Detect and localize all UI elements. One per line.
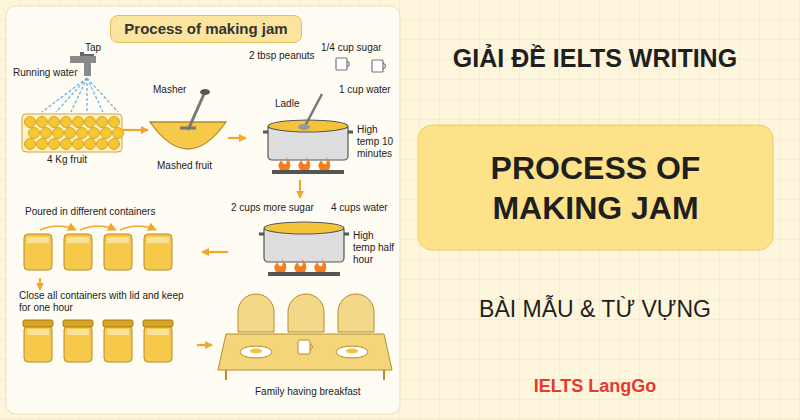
- step-label: Family having breakfast: [254, 386, 362, 398]
- process-step: 2 cups more sugar 4 cups waterHigh temp h…: [228, 198, 399, 280]
- process-step: 2 tbsp peanuts 1/4 cup sugar 1 cup waterLa…: [246, 40, 399, 180]
- fruit: [73, 117, 84, 128]
- fruit: [37, 139, 48, 150]
- jar-lid: [103, 320, 133, 327]
- page-heading: BÀI MẪU & TỪ VỰNG: [405, 296, 785, 323]
- measuring-cups: [336, 58, 386, 72]
- jar: [64, 234, 92, 270]
- mashing-bowl: [150, 89, 226, 149]
- process-step: Close all containers with lid and keep f…: [12, 290, 197, 372]
- page-heading: GIẢI ĐỀ IELTS WRITING: [405, 44, 785, 73]
- step-label: Running water: [12, 67, 78, 79]
- jar-lid: [143, 320, 173, 327]
- jar-neck: [67, 329, 89, 335]
- diagram-card: [6, 6, 400, 414]
- flow-arrow: [122, 129, 148, 131]
- jar: [64, 326, 92, 362]
- fruit: [89, 128, 100, 139]
- cooking-pot: [263, 120, 353, 174]
- flow-arrow: [228, 137, 246, 139]
- step-label: Mashed fruit: [156, 160, 213, 172]
- step-label: High temp half hour: [352, 230, 398, 266]
- step-label: 4 Kg fruit: [46, 154, 88, 166]
- fruit: [109, 117, 120, 128]
- fruit: [85, 117, 96, 128]
- fruit: [85, 139, 96, 150]
- step-label: 4 cups water: [330, 202, 389, 214]
- step-label: Ladle: [274, 98, 300, 110]
- fruit: [109, 139, 120, 150]
- step-label: Tap: [84, 42, 102, 54]
- process-step: Poured in different containers: [12, 204, 202, 278]
- fruit: [61, 117, 72, 128]
- breakfast-table: [218, 294, 392, 380]
- jar-lid: [63, 320, 93, 327]
- jar-neck: [107, 329, 129, 335]
- fruit: [61, 139, 72, 150]
- jar-neck: [27, 237, 49, 243]
- jar: [144, 326, 172, 362]
- fruit: [101, 128, 112, 139]
- flow-arrow: [39, 278, 41, 290]
- process-step: MasherMashed fruit: [148, 82, 228, 174]
- step-label: Close all containers with lid and keep f…: [18, 290, 196, 314]
- jar: [24, 326, 52, 362]
- fruit: [73, 139, 84, 150]
- title-text: PROCESS OF MAKING JAM: [466, 148, 726, 228]
- title-panel: [418, 125, 773, 250]
- jar: [104, 234, 132, 270]
- jar-neck: [147, 237, 169, 243]
- water-spray: [42, 78, 118, 112]
- ladle: [298, 94, 322, 130]
- fruit: [49, 117, 60, 128]
- step-label: 2 cups more sugar: [230, 202, 315, 214]
- fruit: [37, 117, 48, 128]
- cooking-pot: [259, 222, 349, 276]
- jar-neck: [67, 237, 89, 243]
- jar-neck: [147, 329, 169, 335]
- step-label: High temp 10 minutes: [356, 124, 398, 160]
- flow-arrow: [197, 344, 212, 346]
- pour-arrows: [40, 226, 156, 230]
- title-box: PROCESS OF MAKING JAM: [418, 125, 773, 250]
- fruit: [25, 139, 36, 150]
- jar: [24, 234, 52, 270]
- step-label: 1/4 cup sugar: [320, 42, 383, 54]
- fruit: [41, 128, 52, 139]
- jar-neck: [27, 329, 49, 335]
- flow-arrow: [202, 251, 228, 253]
- fruit: [65, 128, 76, 139]
- fruit: [97, 117, 108, 128]
- jar: [144, 234, 172, 270]
- step-label: 1 cup water: [338, 84, 392, 96]
- fruit: [29, 128, 40, 139]
- fruit-tray: [22, 114, 122, 152]
- fruit: [97, 139, 108, 150]
- step-label: Poured in different containers: [24, 206, 156, 218]
- diagram-title: Process of making jam: [110, 15, 302, 43]
- fruit: [53, 128, 64, 139]
- fruit-pile: [25, 117, 124, 150]
- jar-lid: [23, 320, 53, 327]
- process-step: Family having breakfast: [212, 292, 396, 404]
- flow-arrow: [299, 180, 301, 198]
- jar-neck: [107, 237, 129, 243]
- fruit: [77, 128, 88, 139]
- fruit: [25, 117, 36, 128]
- step-label: Masher: [152, 84, 187, 96]
- fruit: [49, 139, 60, 150]
- step-label: 2 tbsp peanuts: [248, 50, 316, 62]
- fruit: [113, 128, 124, 139]
- jar: [104, 326, 132, 362]
- brand-logo: IELTS LangGo: [405, 376, 785, 397]
- process-step: TapRunning water 4 Kg fruit: [10, 42, 122, 168]
